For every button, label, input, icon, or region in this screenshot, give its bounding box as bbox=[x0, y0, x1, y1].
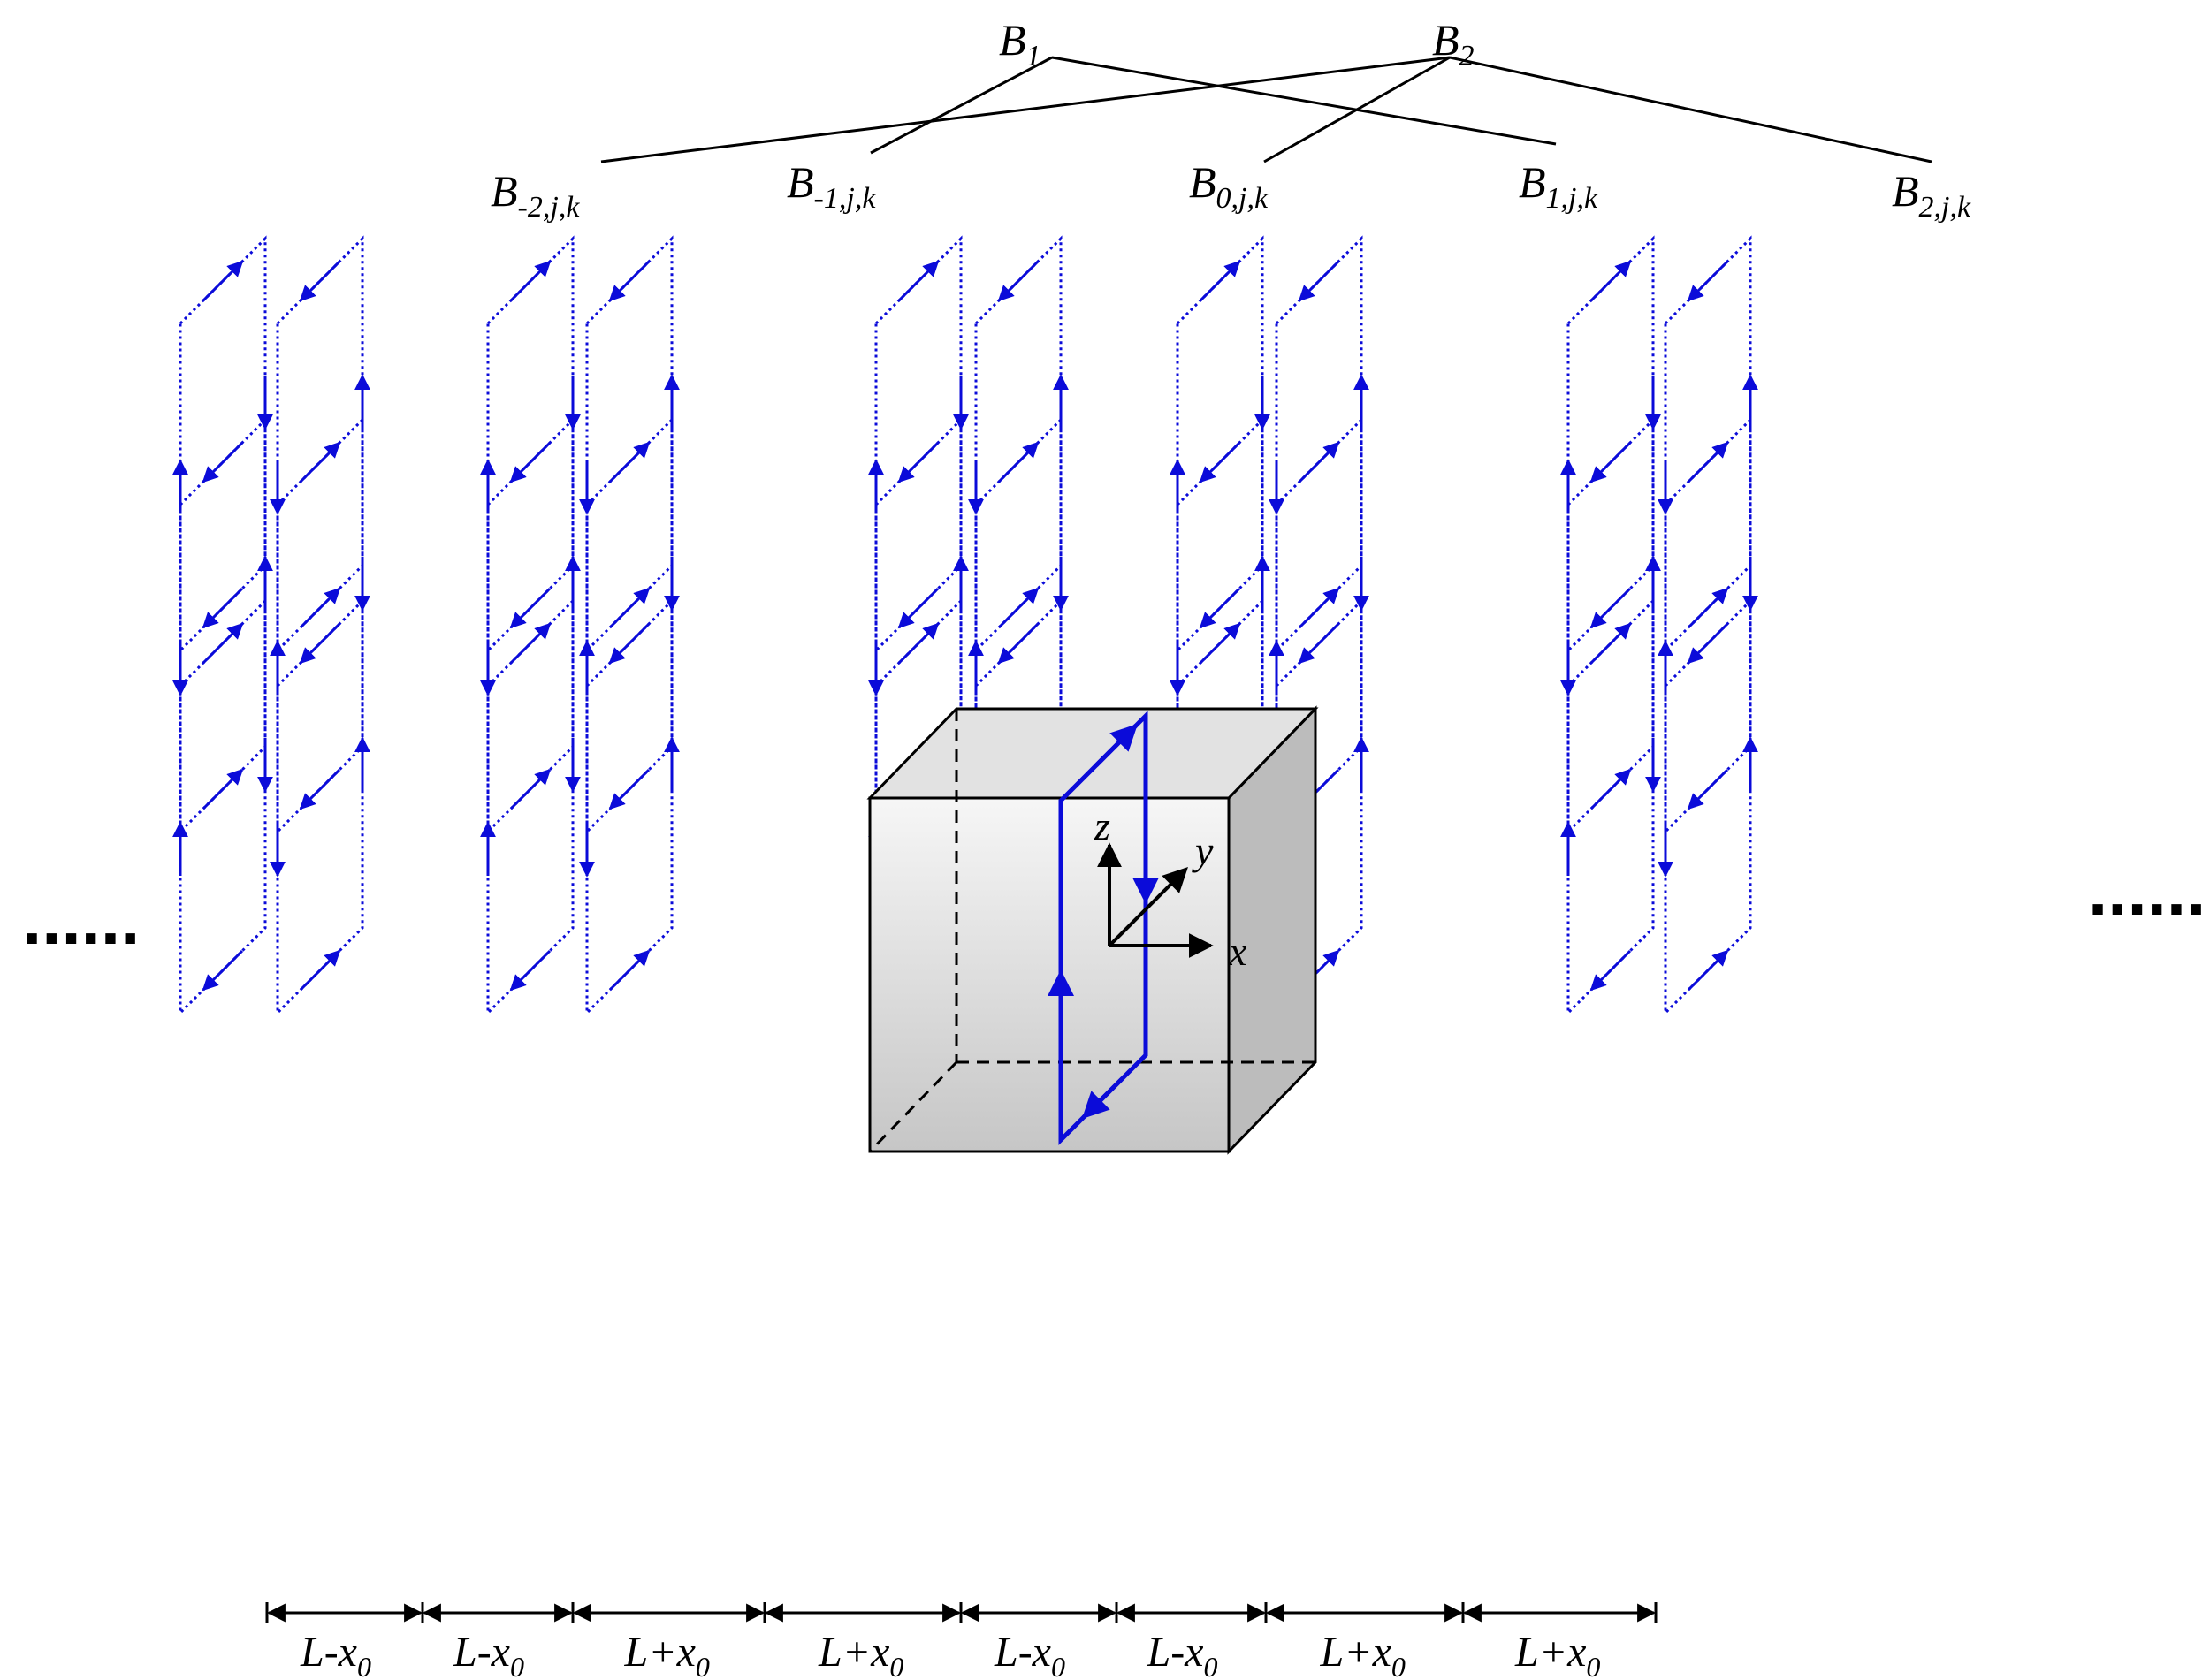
coil-loop bbox=[579, 416, 680, 835]
coil-loop bbox=[1658, 235, 1758, 654]
dimension-label: L-x0 bbox=[300, 1629, 371, 1680]
coil-loop bbox=[1560, 416, 1661, 835]
coil-loop bbox=[868, 235, 969, 654]
label-layer: B1 B2 B-2,j,k B-1,j,k B0,j,k B1,j,k B2,j… bbox=[22, 15, 2206, 959]
column-label-b-minus-2: B-2,j,k bbox=[491, 166, 580, 224]
sample-block: z y x bbox=[866, 705, 1319, 1155]
coil-loop bbox=[1658, 416, 1758, 835]
dimension-label: L+x0 bbox=[1320, 1629, 1406, 1680]
column-label-b-1: B1,j,k bbox=[1519, 157, 1598, 215]
coil-loop bbox=[1269, 235, 1369, 654]
dimension-label: L+x0 bbox=[624, 1629, 710, 1680]
dimension-layer: L-x0 L-x0 L+x0 L+x0 L-x0 L-x0 L+x0 L+x0 bbox=[265, 1602, 1658, 1680]
column-label-b-0: B0,j,k bbox=[1189, 157, 1269, 215]
coil-loop bbox=[480, 597, 581, 1016]
coil-loop bbox=[172, 597, 273, 1016]
coil-loop bbox=[1170, 235, 1270, 654]
coil-loop bbox=[172, 416, 273, 835]
coil-loop bbox=[579, 597, 680, 1016]
column-label-b-minus-1: B-1,j,k bbox=[787, 157, 876, 215]
tree-connector bbox=[600, 56, 1451, 163]
y-axis-label: y bbox=[1192, 828, 1214, 873]
dimension-label: L+x0 bbox=[1514, 1629, 1600, 1680]
block-front-face bbox=[868, 796, 1231, 1153]
dimension-label: L-x0 bbox=[453, 1629, 524, 1680]
coil-loop bbox=[1560, 235, 1661, 654]
coil-loop bbox=[1658, 597, 1758, 1016]
y-axis-arrow bbox=[1108, 867, 1188, 947]
x-axis-label: x bbox=[1228, 929, 1247, 974]
coil-loop bbox=[270, 597, 370, 1016]
coil-loop bbox=[480, 416, 581, 835]
tree-connector bbox=[1051, 56, 1557, 146]
coil-loop bbox=[480, 235, 581, 654]
coil-loop bbox=[172, 235, 273, 654]
coil-loop bbox=[579, 235, 680, 654]
coil-loop bbox=[968, 235, 1069, 654]
top-label-b2: B2 bbox=[1432, 15, 1475, 72]
tree-connector bbox=[870, 56, 1053, 155]
column-label-b-2: B2,j,k bbox=[1892, 166, 1971, 224]
dimension-label: L+x0 bbox=[818, 1629, 903, 1680]
label-tree-lines bbox=[600, 56, 1932, 163]
coil-loop bbox=[270, 235, 370, 654]
tree-connector bbox=[1449, 56, 1932, 163]
coil-loop bbox=[270, 416, 370, 835]
center-coil bbox=[1048, 710, 1159, 1146]
dimension-label: L-x0 bbox=[994, 1629, 1065, 1680]
tree-connector bbox=[1263, 56, 1451, 163]
coil-loop bbox=[1560, 597, 1661, 1016]
dimension-label: L-x0 bbox=[1147, 1629, 1218, 1680]
right-ellipsis: ...... bbox=[2088, 851, 2206, 930]
coordinate-axes bbox=[1097, 842, 1214, 958]
left-ellipsis: ...... bbox=[22, 880, 140, 959]
z-axis-label: z bbox=[1094, 803, 1110, 848]
block-hidden-edges bbox=[868, 709, 1315, 1153]
top-label-b1: B1 bbox=[999, 15, 1041, 72]
